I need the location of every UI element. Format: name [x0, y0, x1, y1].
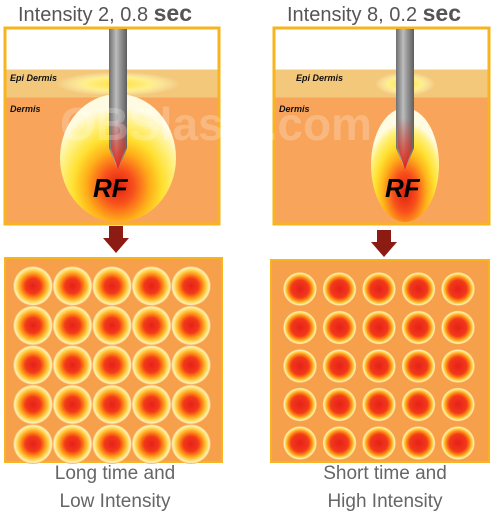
- heat-spot: [13, 345, 53, 385]
- heat-spot: [92, 345, 132, 385]
- heat-spot: [441, 272, 475, 306]
- heat-spot: [171, 424, 211, 464]
- heat-spot: [283, 387, 317, 422]
- heat-spot: [441, 387, 475, 422]
- heat-spot: [13, 424, 53, 464]
- heat-spot: [283, 310, 317, 345]
- caption-line: Short time and: [323, 463, 447, 484]
- spot-grid-left: [13, 266, 211, 464]
- panel-title-left: Intensity 2, 0.8 sec: [18, 0, 192, 26]
- heat-spot: [171, 345, 211, 385]
- caption-left: Long time and Low Intensity: [0, 460, 230, 516]
- heat-spot: [283, 349, 317, 383]
- arrow-down-left-icon: [103, 226, 129, 253]
- epidermis-label: Epi Dermis: [10, 73, 57, 83]
- title-text: Intensity 2, 0.8: [18, 4, 154, 26]
- sky-area: [275, 29, 488, 70]
- heat-spot: [13, 305, 53, 346]
- heat-spot: [171, 384, 211, 425]
- heat-spot: [52, 305, 93, 346]
- caption-line: High Intensity: [327, 491, 443, 512]
- heat-spot: [362, 310, 396, 345]
- heat-spot: [131, 424, 172, 464]
- heat-spot: [52, 424, 93, 464]
- caption-line: Low Intensity: [59, 491, 171, 512]
- heat-spot: [362, 349, 396, 383]
- title-unit: sec: [153, 0, 193, 26]
- heat-spot: [441, 310, 475, 345]
- heat-spot: [131, 345, 172, 385]
- rf-label: RF: [385, 173, 421, 203]
- heat-spot: [362, 272, 396, 306]
- heat-spot: [401, 310, 436, 345]
- rf-label: RF: [93, 173, 129, 203]
- heat-spot: [92, 424, 132, 464]
- heat-spot: [322, 426, 357, 460]
- heat-spot: [401, 349, 436, 383]
- heat-spot: [52, 345, 93, 385]
- heat-spot: [92, 305, 132, 346]
- heat-spot: [13, 384, 53, 425]
- heat-spot: [131, 266, 172, 306]
- probe-tip-heat: [398, 118, 412, 170]
- heat-spot: [92, 384, 132, 425]
- title-unit: sec: [422, 0, 462, 26]
- heat-spot: [441, 349, 475, 383]
- watermark: OBSlaser.com: [60, 98, 372, 150]
- epidermis-label: Epi Dermis: [296, 73, 343, 83]
- dermis-label: Dermis: [10, 104, 41, 114]
- cross-section-right: Epi Dermis Dermis RF: [272, 26, 491, 226]
- heat-spot: [322, 272, 357, 306]
- heat-spot: [401, 387, 436, 422]
- caption-line: Long time and: [54, 463, 176, 484]
- cross-section-left: Epi Dermis Dermis RF: [3, 26, 221, 226]
- heat-spot: [171, 305, 211, 346]
- heat-spot: [52, 266, 93, 306]
- caption-right: Short time and High Intensity: [270, 460, 500, 516]
- heat-spot: [322, 387, 357, 422]
- heat-spot: [441, 426, 475, 460]
- spot-grid-right: [283, 272, 475, 460]
- title-text: Intensity 8, 0.2: [287, 4, 423, 26]
- heat-spot: [322, 310, 357, 345]
- heat-spot: [401, 272, 436, 306]
- heat-spot: [362, 426, 396, 460]
- dermis-label: Dermis: [279, 104, 310, 114]
- heat-spot: [131, 305, 172, 346]
- heat-spot: [92, 266, 132, 306]
- heat-spot: [322, 349, 357, 383]
- probe-tip-heat: [111, 118, 125, 170]
- heat-spot: [401, 426, 436, 460]
- heat-spot: [283, 272, 317, 306]
- heat-spot: [131, 384, 172, 425]
- panel-title-right: Intensity 8, 0.2 sec: [287, 0, 461, 26]
- heat-spot: [13, 266, 53, 306]
- heat-spot: [52, 384, 93, 425]
- arrow-down-right-icon: [371, 230, 397, 257]
- heat-spot: [171, 266, 211, 306]
- heat-spot: [283, 426, 317, 460]
- heat-spot: [362, 387, 396, 422]
